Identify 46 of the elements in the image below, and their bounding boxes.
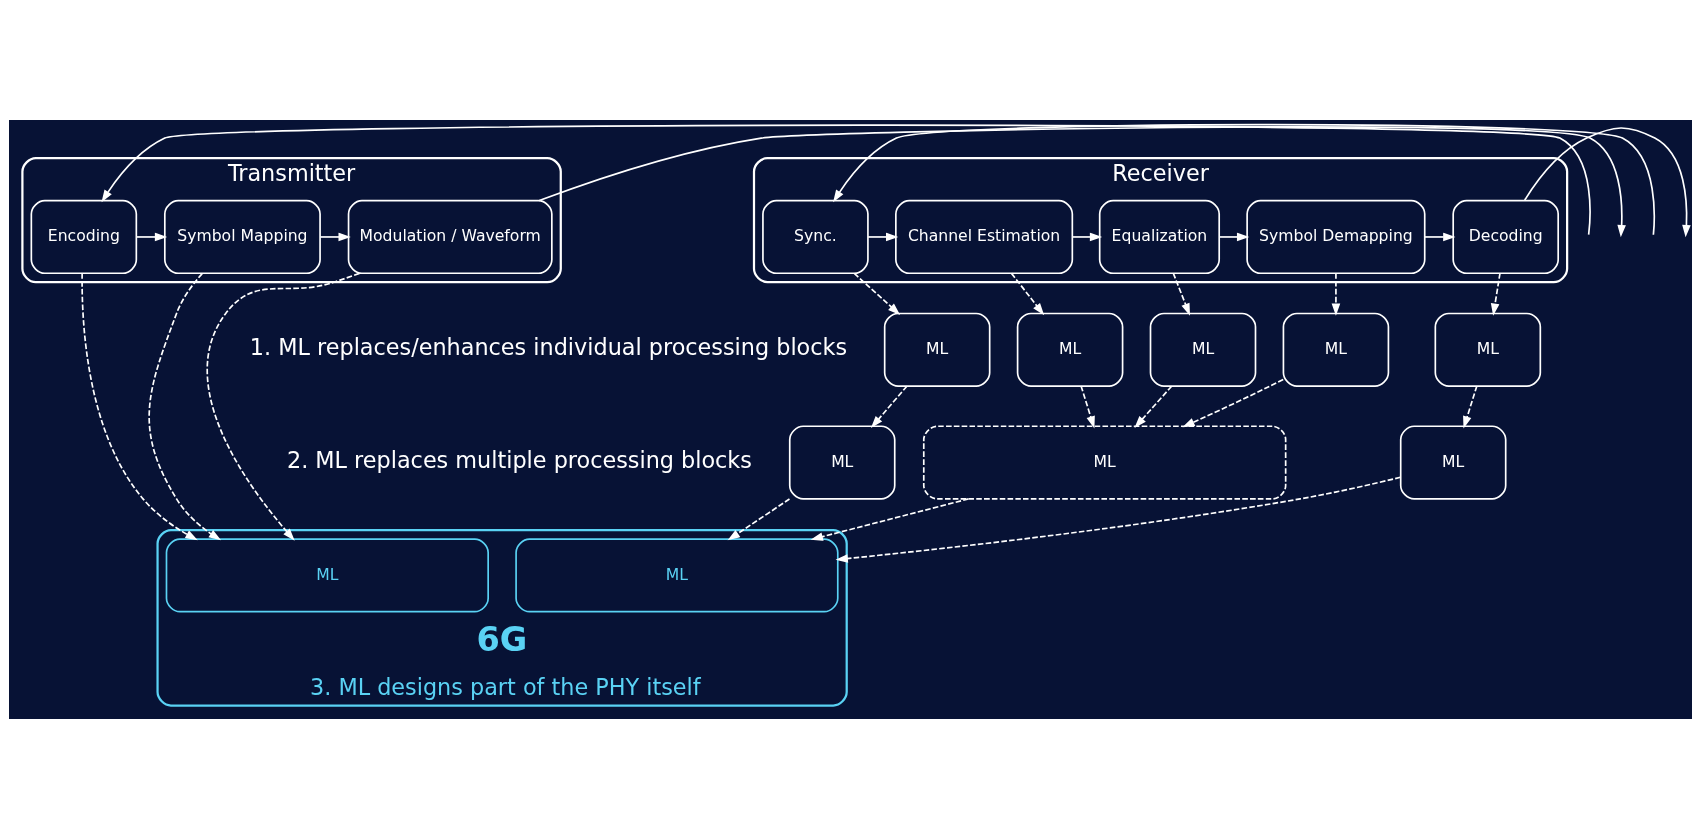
arrow: [1133, 385, 1172, 429]
arrow: [727, 498, 790, 541]
arrow: [147, 272, 221, 541]
node-box: Modulation / Waveform: [347, 199, 553, 275]
arrow: [810, 498, 969, 541]
arrow: [1071, 232, 1102, 242]
arrow: [80, 272, 198, 541]
node-box: Decoding: [1451, 199, 1559, 275]
node-box: Symbol Mapping: [163, 199, 321, 275]
arrow: [1523, 127, 1691, 238]
node-box: Channel Estimation: [894, 199, 1073, 275]
node-box: ML: [1399, 425, 1507, 500]
arrow: [205, 272, 360, 541]
node-box: ML: [514, 538, 839, 613]
arrow: [835, 476, 1401, 563]
node-box: Encoding: [30, 199, 137, 275]
arrow: [319, 232, 351, 242]
arrow: [1010, 272, 1044, 316]
node-box: ML: [1282, 312, 1389, 387]
arrow: [135, 232, 167, 242]
arrow: [1172, 272, 1190, 316]
node-box: Equalization: [1098, 199, 1220, 275]
node-box: ML: [922, 425, 1286, 500]
arrow: [1490, 272, 1501, 316]
arrow: [1462, 385, 1478, 429]
arrow: [1423, 232, 1455, 242]
arrow: [101, 124, 1591, 236]
node-box: ML: [788, 425, 896, 500]
node-box: ML: [1434, 312, 1541, 387]
node-box: ML: [1149, 312, 1256, 387]
node-box: Symbol Demapping: [1245, 199, 1426, 275]
label: 2. ML replaces multiple processing blocks: [286, 447, 752, 474]
arrow: [832, 123, 1655, 236]
node-box: ML: [883, 312, 990, 387]
arrow: [870, 385, 908, 429]
arrow: [852, 272, 900, 316]
label: 1. ML replaces/enhances individual processing blocks: [249, 334, 847, 361]
node-box: ML: [1016, 312, 1123, 387]
arrow: [866, 232, 898, 242]
arrow: [1331, 272, 1340, 316]
arrow: [1181, 378, 1284, 428]
node-box: ML: [165, 538, 489, 613]
arrow: [537, 126, 1626, 238]
arrow: [1218, 232, 1249, 242]
node-box: Sync.: [761, 199, 869, 275]
arrow: [1079, 385, 1095, 429]
